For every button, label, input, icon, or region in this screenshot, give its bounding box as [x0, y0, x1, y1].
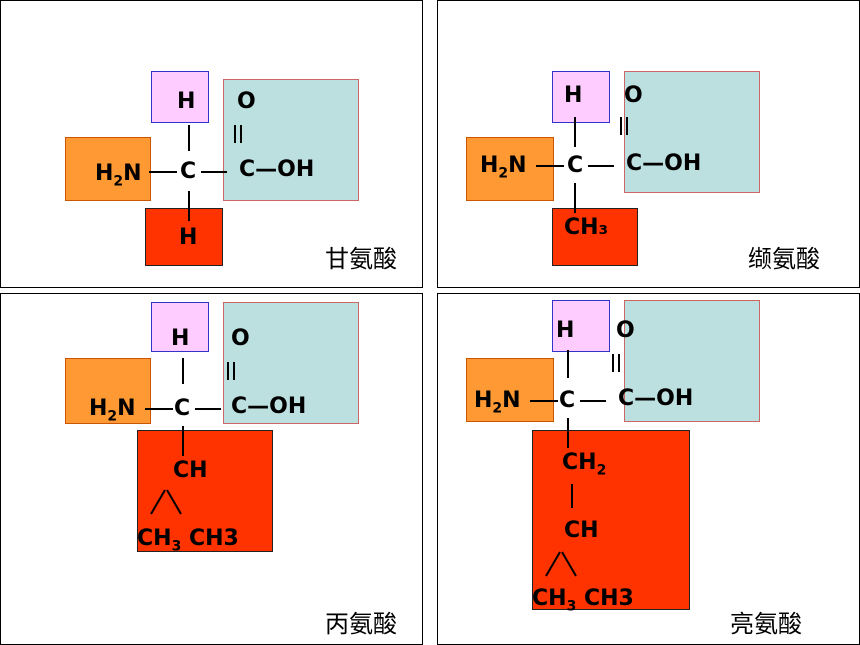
amino-box: [65, 137, 151, 201]
alpha-carbon: C: [180, 159, 197, 184]
alpha-carbon: C: [559, 388, 576, 413]
hydrogen-box: [151, 302, 209, 352]
bond-right: [195, 408, 221, 410]
amino-box: [65, 358, 151, 424]
carboxyl-box: [223, 302, 359, 424]
panel-1: H O H2N C C—OH H 甘氨酸: [0, 0, 423, 288]
bond-left: [536, 165, 564, 167]
panel-3: H O H2N C C—OH CH CH3 CH3 丙氨酸: [0, 293, 423, 645]
side-chain-box: [137, 430, 273, 552]
carboxyl-group: C—OH: [239, 157, 315, 182]
side-chain-box: [552, 208, 638, 266]
side-chain-hydrogen: H: [179, 225, 198, 250]
alpha-carbon: C: [567, 153, 584, 178]
hydrogen-box: [552, 71, 610, 123]
bond-top: [574, 117, 576, 147]
side-chain-box: [532, 430, 690, 610]
carboxyl-group: C—OH: [626, 151, 702, 176]
double-bond-b: [618, 354, 620, 372]
side-chain-methyls: CH3 CH3: [137, 526, 239, 555]
bond-right: [201, 171, 227, 173]
bond-bottom: [188, 191, 190, 221]
bond-top: [188, 125, 190, 151]
bond-top: [567, 350, 569, 378]
double-bond-b: [626, 117, 628, 135]
panel-4: H O H2N C C—OH CH2 CH CH3 CH3 亮氨酸: [437, 293, 860, 645]
bond-bottom: [574, 183, 576, 213]
side-chain-box: [145, 208, 223, 266]
double-bond-a: [612, 354, 614, 372]
double-bond-a: [227, 362, 229, 380]
amino-group: H2N: [89, 396, 136, 425]
alpha-carbon: C: [174, 396, 191, 421]
top-hydrogen: H: [177, 89, 196, 114]
bond-bottom: [182, 426, 184, 456]
carboxyl-box: [624, 71, 760, 193]
carboxyl-box: [223, 79, 359, 201]
bond-top: [182, 358, 184, 384]
top-hydrogen: H: [564, 83, 583, 108]
amino-group: H2N: [474, 388, 521, 417]
top-hydrogen: H: [556, 318, 575, 343]
carboxyl-group: C—OH: [618, 386, 694, 411]
bond-ch2-ch: [571, 484, 573, 508]
hydrogen-box: [151, 71, 209, 123]
amino-acid-name: 亮氨酸: [730, 610, 802, 638]
branch-bonds: [545, 551, 577, 577]
side-chain-methyls: CH3 CH3: [532, 586, 634, 615]
carbonyl-oxygen: O: [624, 83, 643, 108]
bond-bottom: [567, 418, 569, 448]
side-chain-ch2: CH2: [562, 450, 607, 479]
bond-left: [149, 171, 177, 173]
carboxyl-group: C—OH: [231, 394, 307, 419]
double-bond-b: [233, 362, 235, 380]
bond-right: [580, 400, 606, 402]
panel-2: H O H2N C C—OH CH₃ 缬氨酸: [437, 0, 860, 288]
bond-left: [530, 400, 558, 402]
branch-bonds: [150, 489, 182, 515]
double-bond-a: [620, 117, 622, 135]
amino-box: [466, 137, 554, 201]
amino-acid-name: 丙氨酸: [325, 610, 397, 638]
top-hydrogen: H: [171, 326, 190, 351]
side-chain-methyl: CH₃: [564, 215, 609, 240]
amino-acid-name: 缬氨酸: [748, 245, 820, 273]
carboxyl-box: [624, 300, 760, 422]
amino-box: [466, 358, 554, 422]
carbonyl-oxygen: O: [237, 89, 256, 114]
double-bond-b: [240, 125, 242, 143]
hydrogen-box: [552, 300, 610, 352]
side-chain-ch: CH: [564, 518, 599, 543]
bond-right: [588, 165, 614, 167]
side-chain-ch: CH: [173, 458, 208, 483]
amino-group: H2N: [95, 161, 142, 190]
amino-acid-name: 甘氨酸: [325, 245, 397, 273]
amino-group: H2N: [480, 153, 527, 182]
carbonyl-oxygen: O: [616, 318, 635, 343]
double-bond-a: [234, 125, 236, 143]
bond-left: [145, 408, 173, 410]
carbonyl-oxygen: O: [231, 326, 250, 351]
